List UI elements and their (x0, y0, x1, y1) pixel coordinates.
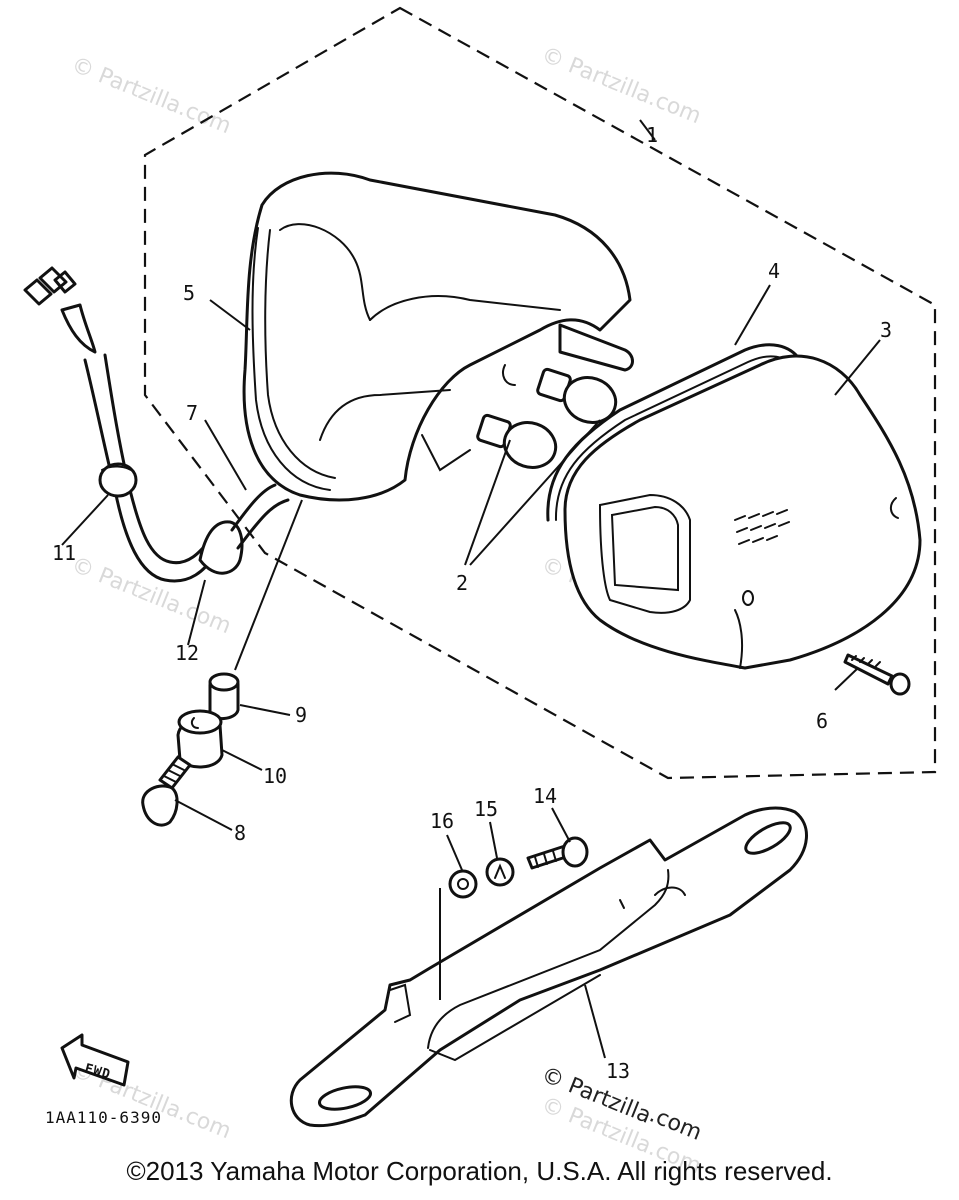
washer (485, 857, 515, 887)
callout-4: 4 (768, 259, 780, 283)
forward-arrow: FWD (60, 1033, 130, 1087)
callout-6: 6 (816, 709, 828, 733)
callout-2: 2 (456, 571, 468, 595)
watermark: © Partzilla.com (68, 52, 235, 139)
callout-15: 15 (474, 797, 498, 821)
leader-lines (61, 119, 881, 1059)
bracket-screw (526, 836, 589, 870)
assembly-boundary (143, 6, 937, 780)
callout-10: 10 (263, 764, 287, 788)
callout-13: 13 (606, 1059, 630, 1083)
wire-harness (23, 266, 290, 583)
nut (448, 869, 478, 899)
spacer (208, 672, 240, 720)
diagram-code: 1AA110-6390 (45, 1108, 162, 1127)
callout-5: 5 (183, 281, 195, 305)
callout-12: 12 (175, 641, 199, 665)
lamp-base (242, 171, 634, 502)
fwd-label: FWD (83, 1061, 112, 1082)
callout-9: 9 (295, 703, 307, 727)
callout-16: 16 (430, 809, 454, 833)
callout-8: 8 (234, 821, 246, 845)
watermark: © Partzilla.com (538, 42, 705, 129)
lamp-lens (563, 354, 922, 670)
callout-7: 7 (186, 401, 198, 425)
copyright-notice: ©2013 Yamaha Motor Corporation, U.S.A. A… (126, 1156, 833, 1186)
callout-11: 11 (52, 541, 76, 565)
collar (176, 709, 224, 769)
callout-3: 3 (880, 318, 892, 342)
license-bracket (289, 806, 808, 1128)
callout-14: 14 (533, 784, 557, 808)
mounting-bolt (141, 755, 192, 827)
bulb-lower (476, 413, 558, 469)
callout-1: 1 (646, 123, 658, 147)
lens-screw (843, 653, 911, 696)
bulb-upper (536, 367, 618, 424)
